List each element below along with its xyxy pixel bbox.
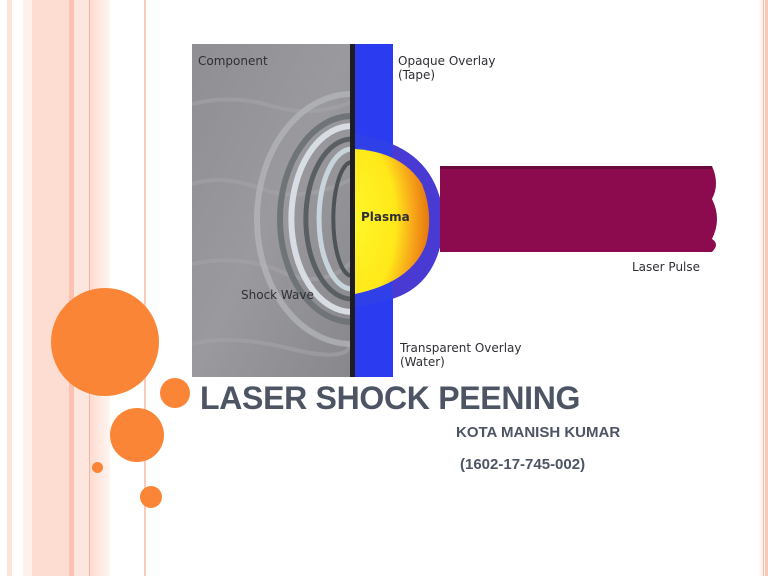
stripe — [763, 0, 764, 576]
label-component: Component — [198, 54, 268, 68]
stripe — [89, 0, 90, 576]
label-laser-pulse: Laser Pulse — [632, 260, 701, 274]
author-name: KOTA MANISH KUMAR — [456, 424, 621, 441]
stripe — [758, 0, 763, 576]
label-plasma: Plasma — [361, 210, 410, 224]
stripe — [765, 0, 768, 576]
label-transparent-overlay-note: (Water) — [400, 355, 445, 369]
label-opaque-overlay: Opaque Overlay — [398, 54, 496, 68]
stripe — [7, 0, 12, 576]
stripe — [74, 0, 89, 576]
label-transparent-overlay: Transparent Overlay — [400, 341, 522, 355]
stripe — [69, 0, 74, 576]
slide-title: LASER SHOCK PEENING — [200, 380, 581, 416]
laser-shock-peening-diagram: Component Opaque Overlay (Tape) Plasma S… — [191, 44, 728, 377]
stripe — [23, 0, 32, 576]
decor-circle-small-bottom — [140, 486, 162, 508]
label-opaque-overlay-note: (Tape) — [398, 68, 436, 82]
decor-circle-small — [160, 378, 190, 408]
label-shock-wave: Shock Wave — [241, 288, 314, 302]
roll-number: (1602-17-745-002) — [460, 456, 586, 473]
decor-circle-medium — [110, 408, 164, 462]
stripe — [32, 0, 69, 576]
diagram-graphic — [191, 44, 717, 377]
decor-circle-tiny — [92, 462, 103, 473]
decor-circle-large — [51, 288, 159, 396]
stripe — [144, 0, 146, 576]
